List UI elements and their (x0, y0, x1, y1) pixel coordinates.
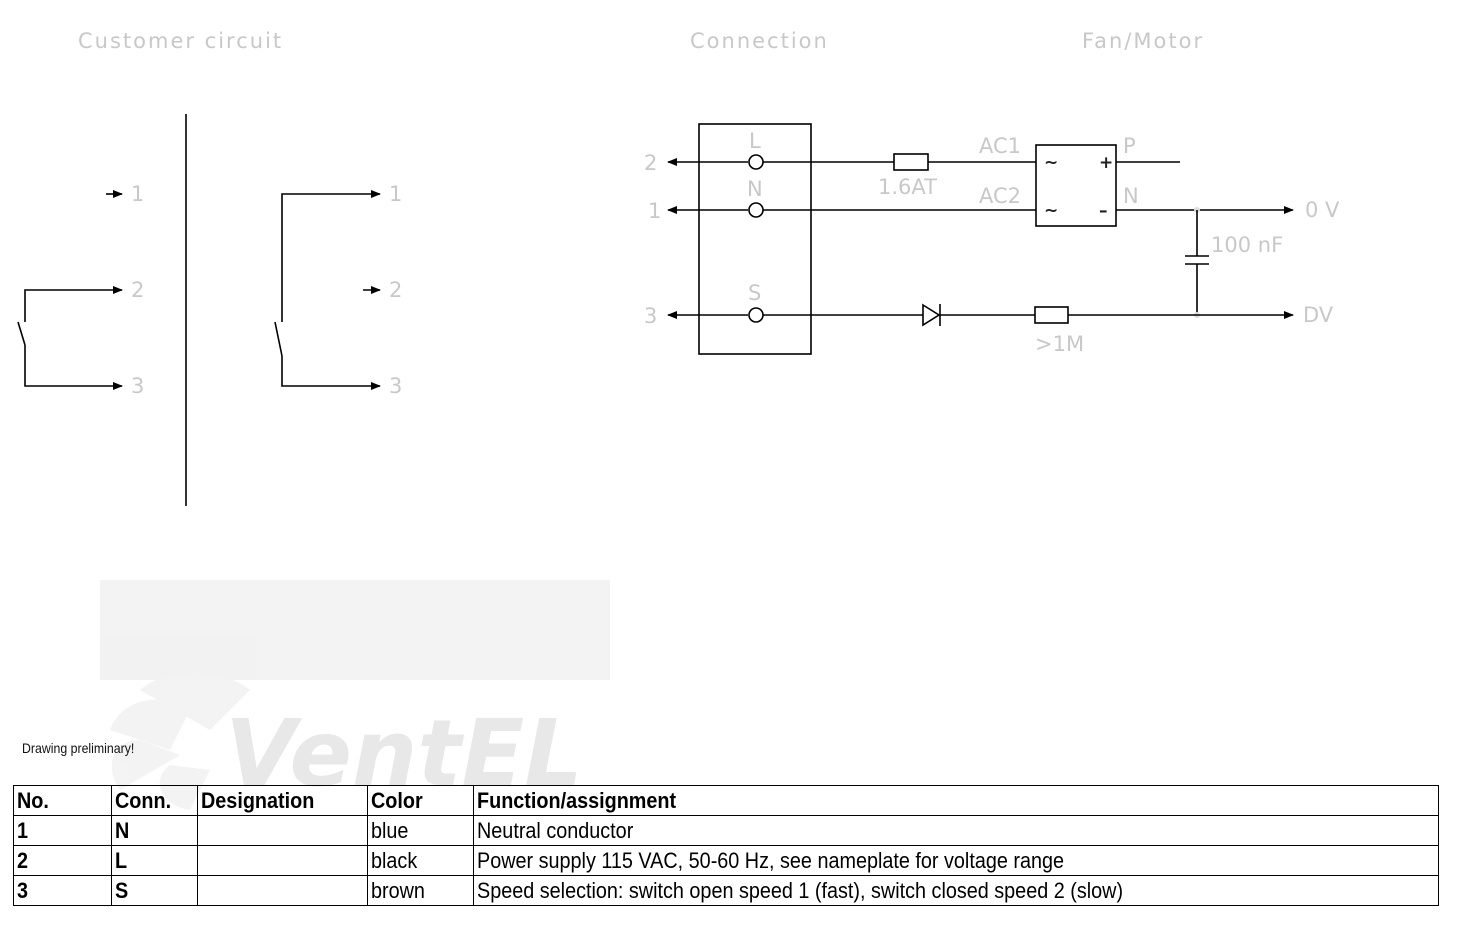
left-terminal-1-label: 1 (131, 182, 144, 206)
pin-l-label: L (749, 129, 761, 153)
right-terminal-1-wire (281, 190, 381, 322)
cell-no: 1 (13, 815, 112, 846)
customer-variant-right: 1 2 3 (274, 182, 402, 398)
header-designation: Designation (197, 785, 368, 816)
pin-s-terminal (748, 307, 764, 323)
header-no: No. (13, 785, 112, 816)
header-function: Function/assignment (473, 785, 1439, 816)
right-terminal-2-label: 2 (389, 278, 402, 302)
left-switch (17, 321, 26, 346)
capacitor-label: 100 nF (1211, 233, 1283, 257)
cell-function: Neutral conductor (473, 815, 1439, 846)
resistor (1034, 306, 1069, 324)
cell-designation (197, 845, 368, 876)
fan-motor-title: Fan/Motor (1082, 29, 1204, 53)
table-row: 2 L black Power supply 115 VAC, 50-60 Hz… (13, 845, 1439, 876)
pin-s-number: 3 (644, 304, 657, 328)
rectifier-ac1-tilde: ~ (1044, 153, 1058, 173)
cell-conn: S (111, 875, 198, 906)
left-terminal-2-wire (24, 286, 123, 322)
cell-color: blue (367, 815, 474, 846)
cell-conn: L (111, 845, 198, 876)
fuse (893, 153, 929, 171)
customer-circuit-title: Customer circuit (78, 29, 283, 53)
pin-n-number: 1 (648, 199, 661, 223)
pin-l-terminal (748, 154, 764, 170)
cell-color: brown (367, 875, 474, 906)
output-0v-label: 0 V (1305, 198, 1340, 222)
rectifier-ac2-tilde: ~ (1044, 201, 1058, 221)
table-row: 3 S brown Speed selection: switch open s… (13, 875, 1439, 906)
cell-no: 3 (13, 875, 112, 906)
cell-designation (197, 875, 368, 906)
customer-variant-left: 1 2 3 (17, 182, 144, 398)
table-header-row: No. Conn. Designation Color Function/ass… (13, 785, 1439, 816)
pin-n-label: N (747, 177, 763, 201)
pin-s-label: S (748, 281, 761, 305)
connection-table: No. Conn. Designation Color Function/ass… (13, 785, 1439, 906)
left-terminal-3-wire (24, 345, 123, 390)
connection-title: Connection (690, 29, 829, 53)
right-switch (274, 321, 283, 357)
output-dv-label: DV (1303, 303, 1334, 327)
right-terminal-3-wire (281, 356, 381, 390)
drawing-note: Drawing preliminary! (22, 740, 135, 756)
rectifier-plus: + (1099, 153, 1113, 173)
cell-color: black (367, 845, 474, 876)
connector-block (698, 123, 812, 355)
cell-designation (197, 815, 368, 846)
pin-n-terminal (748, 202, 764, 218)
cell-conn: N (111, 815, 198, 846)
header-color: Color (367, 785, 474, 816)
cell-function: Power supply 115 VAC, 50-60 Hz, see name… (473, 845, 1439, 876)
cell-function: Speed selection: switch open speed 1 (fa… (473, 875, 1439, 906)
ac2-label: AC2 (979, 184, 1021, 208)
pin-l-number: 2 (644, 151, 657, 175)
n-label: N (1123, 184, 1139, 208)
header-conn: Conn. (111, 785, 198, 816)
diode (922, 303, 941, 327)
rectifier (1035, 144, 1117, 227)
right-terminal-3-label: 3 (389, 374, 402, 398)
p-label: P (1123, 134, 1136, 158)
resistor-label: >1M (1035, 332, 1084, 356)
left-terminal-3-label: 3 (131, 374, 144, 398)
right-terminal-1-label: 1 (389, 182, 402, 206)
left-terminal-2-label: 2 (131, 278, 144, 302)
ac1-label: AC1 (979, 134, 1021, 158)
cell-no: 2 (13, 845, 112, 876)
table-row: 1 N blue Neutral conductor (13, 815, 1439, 846)
rectifier-minus: – (1099, 201, 1108, 221)
fuse-label: 1.6AT (878, 175, 937, 199)
